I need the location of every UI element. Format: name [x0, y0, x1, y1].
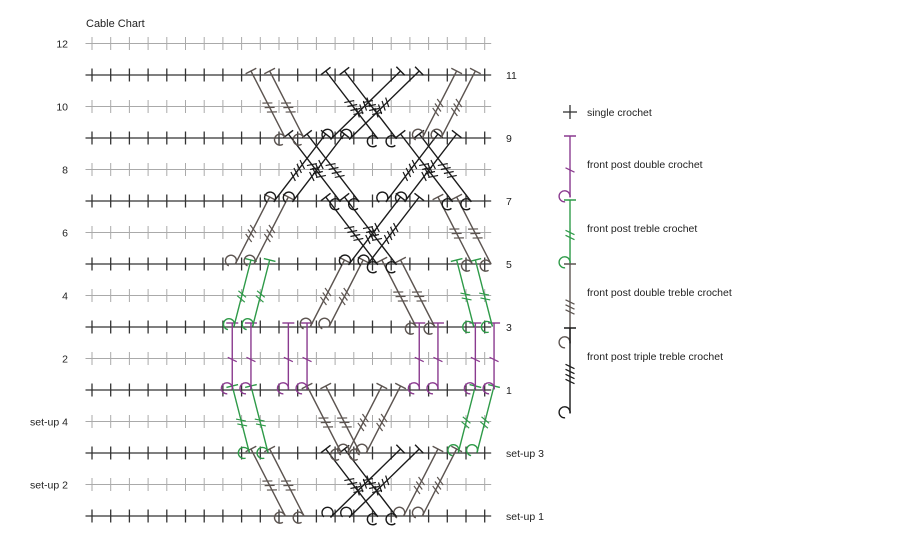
fpdc-stitch — [239, 322, 257, 395]
fptr-stitch — [222, 257, 257, 331]
fpdtr-stitch — [394, 256, 436, 335]
row-label: set-up 3 — [506, 448, 544, 460]
fpdc-icon — [558, 135, 577, 203]
fpdtr-stitch — [411, 445, 463, 519]
fpdtr-stitch — [263, 445, 305, 524]
fptr-icon — [558, 199, 577, 269]
fpdtr-stitch — [263, 67, 305, 146]
row-5 — [85, 257, 492, 271]
fptrtr-stitch — [357, 192, 425, 266]
fpdtr-stitch — [355, 382, 407, 456]
legend-item-fpdtr: front post double treble crochet — [558, 263, 732, 349]
legend-label: front post treble crochet — [587, 223, 697, 235]
legend-item-fptr: front post treble crochet — [558, 199, 697, 269]
fptrtr-stitch — [263, 129, 331, 203]
fpdc-stitch — [220, 322, 239, 395]
fptrtr-stitch — [301, 129, 360, 211]
legend-label: front post triple treble crochet — [587, 351, 723, 363]
fptrtr-stitch — [395, 129, 454, 211]
fptrtr-stitch — [339, 66, 398, 148]
fpdtr-stitch — [318, 256, 369, 330]
row-label: 6 — [62, 228, 68, 240]
fptrtr-stitch — [414, 129, 472, 211]
row-label: 10 — [56, 102, 68, 114]
chart-title: Cable Chart — [86, 18, 145, 30]
row-label: 11 — [506, 70, 517, 82]
fpdc-stitch — [426, 322, 444, 395]
legend-item-fpdc: front post double crochet — [558, 135, 703, 203]
fpdtr-stitch — [245, 445, 286, 524]
legend-item-fptrtr: front post triple treble crochet — [558, 327, 723, 419]
row-set-up-3 — [85, 446, 492, 460]
fptrtr-stitch — [376, 129, 444, 203]
fpdc-stitch — [276, 322, 295, 395]
fptr-stitch — [469, 257, 494, 334]
row-label: 3 — [506, 322, 512, 334]
row-6 — [85, 226, 492, 239]
fpdtr-stitch — [430, 67, 482, 141]
row-label: 1 — [506, 385, 512, 397]
fptrtr-icon — [558, 327, 577, 419]
fpdtr-stitch — [393, 445, 444, 519]
fpdtr-stitch — [336, 382, 388, 456]
fpdtr-stitch — [224, 193, 276, 267]
single-crochet-icon — [563, 105, 577, 119]
row-label: 9 — [506, 133, 512, 145]
row-9 — [85, 131, 492, 145]
fptrtr-stitch — [320, 66, 379, 148]
fpdtr-stitch — [299, 256, 351, 330]
legend-label: front post double treble crochet — [587, 287, 732, 299]
row-label: set-up 1 — [506, 511, 544, 523]
stitch-grid — [85, 37, 492, 523]
row-label: 8 — [62, 165, 68, 177]
row-label: 12 — [56, 39, 68, 51]
row-set-up-1 — [85, 509, 492, 523]
row-label: 4 — [62, 291, 68, 303]
fpdtr-icon — [558, 263, 577, 349]
fptr-stitch — [241, 257, 276, 331]
fptrtr-stitch — [320, 192, 379, 274]
fptr-stitch — [447, 383, 482, 457]
fptrtr-stitch — [339, 444, 398, 526]
fptr-stitch — [450, 257, 475, 334]
legend-label: single crochet — [587, 107, 652, 119]
row-label: 2 — [62, 354, 68, 366]
fptr-stitch — [244, 383, 269, 460]
row-label: set-up 2 — [30, 480, 68, 492]
row-1 — [85, 383, 492, 397]
fptrtr-stitch — [283, 129, 342, 211]
fpdtr-stitch — [245, 67, 286, 146]
legend: single crochet front post double crochet f… — [558, 105, 732, 419]
row-label: set-up 4 — [30, 417, 68, 429]
legend-label: front post double crochet — [587, 159, 703, 171]
row-11 — [85, 68, 492, 82]
fptrtr-stitch — [339, 192, 398, 274]
row-label: 7 — [506, 196, 512, 208]
legend-item-sc: single crochet — [563, 105, 652, 119]
fptrtr-stitch — [340, 66, 424, 140]
fptr-stitch — [465, 383, 501, 457]
fpdtr-stitch — [320, 382, 361, 461]
fptrtr-stitch — [338, 192, 406, 266]
row-label: 5 — [506, 259, 512, 271]
row-12 — [85, 37, 492, 50]
row-4 — [85, 289, 492, 302]
fptrtr-stitch — [340, 444, 424, 518]
fpdc-stitch — [407, 322, 426, 395]
post-stitches — [220, 66, 501, 526]
fpdtr-stitch — [411, 67, 463, 141]
fpdtr-stitch — [243, 193, 295, 267]
row-2 — [85, 352, 492, 365]
row-set-up-4 — [85, 415, 492, 428]
